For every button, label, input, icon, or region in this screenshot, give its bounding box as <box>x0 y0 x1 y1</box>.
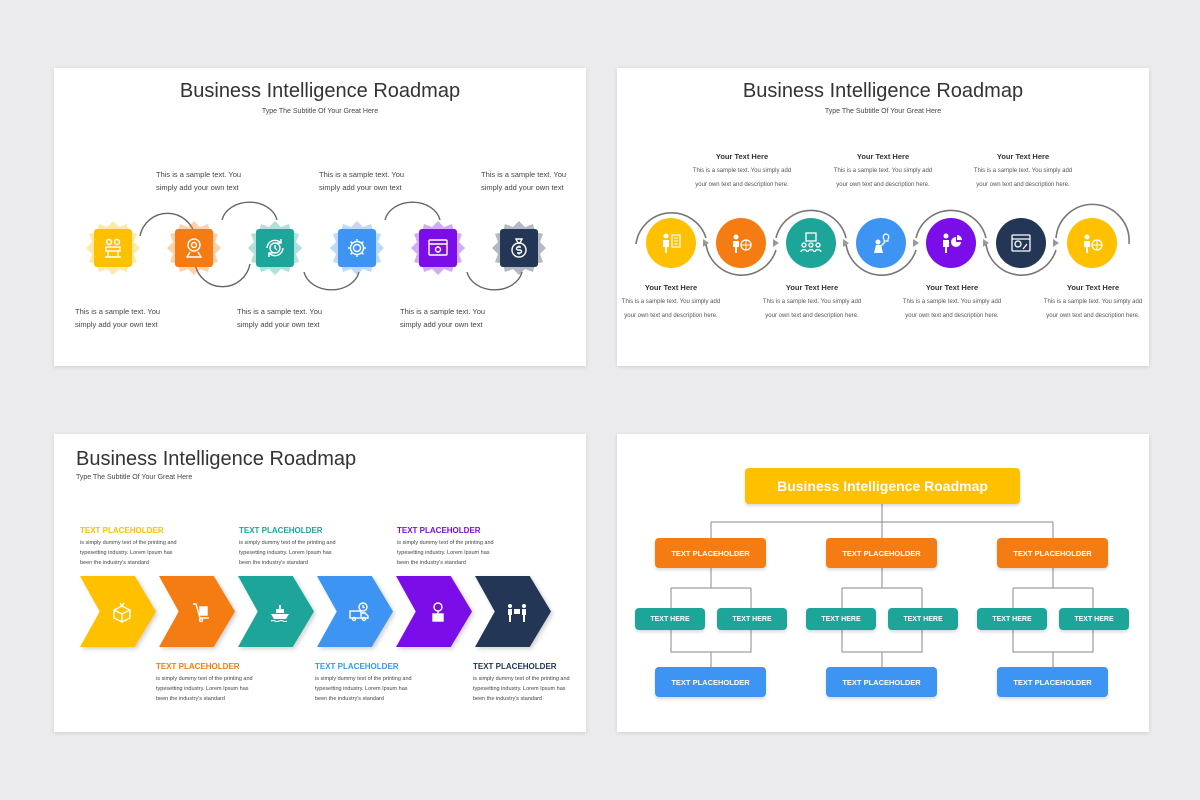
sample-note: This is a sample text. You simply add yo… <box>75 307 161 329</box>
chevron-step <box>238 576 314 647</box>
leaf-box: TEXT HERE <box>1059 608 1129 630</box>
branch-box: TEXT PLACEHOLDER <box>655 538 766 568</box>
sample-note: This is a sample text. You simply add yo… <box>156 170 242 192</box>
leaf-box: TEXT HERE <box>888 608 958 630</box>
item-description: This is a sample text. You simply add yo… <box>902 299 1002 319</box>
chevron-step <box>317 576 393 647</box>
tree-title-box: Business Intelligence Roadmap <box>745 468 1020 504</box>
roadmap-badge <box>167 221 221 275</box>
gear-icon <box>338 229 376 267</box>
global-person-icon <box>716 218 766 268</box>
pie-chart-person-icon <box>926 218 976 268</box>
sample-note: This is a sample text. You simply add yo… <box>319 170 405 192</box>
sample-note: This is a sample text. You simply add yo… <box>237 307 323 329</box>
slide-roadmap-chevrons: Business Intelligence Roadmap Type The S… <box>54 434 586 732</box>
slide-subtitle: Type The Subtitle Of Your Great Here <box>261 108 379 115</box>
step-label: TEXT PLACEHOLDER <box>315 662 399 671</box>
item-heading: Your Text Here <box>644 283 698 292</box>
step-description: is simply dummy text of the printing and… <box>156 676 253 702</box>
presenter-icon <box>646 218 696 268</box>
item-heading: Your Text Here <box>996 152 1050 161</box>
hand-truck-icon <box>193 602 209 622</box>
item-description: This is a sample text. You simply add yo… <box>1043 299 1143 319</box>
item-heading: Your Text Here <box>1066 283 1120 292</box>
step-label: TEXT PLACEHOLDER <box>473 662 557 671</box>
item-heading: Your Text Here <box>856 152 910 161</box>
item-heading: Your Text Here <box>715 152 769 161</box>
chevron-step <box>80 576 156 647</box>
outcome-box: TEXT PLACEHOLDER <box>655 667 766 697</box>
team-board-icon <box>786 218 836 268</box>
open-box-icon <box>113 602 131 623</box>
item-description: This is a sample text. You simply add yo… <box>621 299 721 319</box>
slide-title: Business Intelligence Roadmap <box>76 448 357 470</box>
handover-icon <box>508 603 526 622</box>
circle-connector <box>635 203 1130 276</box>
tree-connector <box>670 504 1094 667</box>
item-description: This is a sample text. You simply add yo… <box>762 299 862 319</box>
meeting-icon <box>94 229 132 267</box>
item-heading: Your Text Here <box>785 283 839 292</box>
roadmap-badge <box>248 221 302 275</box>
step-description: is simply dummy text of the printing and… <box>397 540 494 566</box>
outcome-box: TEXT PLACEHOLDER <box>826 667 937 697</box>
step-description: is simply dummy text of the printing and… <box>239 540 336 566</box>
step-label: TEXT PLACEHOLDER <box>397 526 481 535</box>
slide-subtitle: Type The Subtitle Of Your Great Here <box>76 474 193 481</box>
web-settings-icon <box>419 229 457 267</box>
step-label: TEXT PLACEHOLDER <box>239 526 323 535</box>
ship-icon <box>270 604 289 622</box>
leaf-box: TEXT HERE <box>635 608 705 630</box>
roadmap-badge <box>411 221 465 275</box>
package-lock-icon <box>432 601 444 622</box>
item-description: This is a sample text. You simply add yo… <box>973 168 1073 188</box>
sample-note: This is a sample text. You simply add yo… <box>481 170 567 192</box>
item-description: This is a sample text. You simply add yo… <box>692 168 792 188</box>
slide-roadmap-badges: Business Intelligence Roadmap Type The S… <box>54 68 586 366</box>
leaf-box: TEXT HERE <box>806 608 876 630</box>
chevron-step <box>159 576 235 647</box>
slide-subtitle: Type The Subtitle Of Your Great Here <box>824 108 942 115</box>
roadmap-badge <box>330 221 384 275</box>
browser-chart-icon <box>996 218 1046 268</box>
leaf-box: TEXT HERE <box>717 608 787 630</box>
fast-delivery-icon <box>349 601 369 621</box>
roadmap-badge <box>492 221 546 275</box>
step-description: is simply dummy text of the printing and… <box>473 676 570 702</box>
branch-box: TEXT PLACEHOLDER <box>826 538 937 568</box>
slide-roadmap-circles: Business Intelligence Roadmap Type The S… <box>617 68 1149 366</box>
badge-connector <box>139 201 523 291</box>
chevron-step <box>475 576 551 647</box>
idea-person-icon <box>856 218 906 268</box>
step-description: is simply dummy text of the printing and… <box>80 540 177 566</box>
item-description: This is a sample text. You simply add yo… <box>833 168 933 188</box>
outcome-box: TEXT PLACEHOLDER <box>997 667 1108 697</box>
location-icon <box>175 229 213 267</box>
time-cycle-icon <box>256 229 294 267</box>
step-label: TEXT PLACEHOLDER <box>80 526 164 535</box>
step-description: is simply dummy text of the printing and… <box>315 676 412 702</box>
branch-box: TEXT PLACEHOLDER <box>997 538 1108 568</box>
global-person-icon <box>1067 218 1117 268</box>
slide-title: Business Intelligence Roadmap <box>179 80 461 102</box>
step-label: TEXT PLACEHOLDER <box>156 662 240 671</box>
chevron-step <box>396 576 472 647</box>
roadmap-badge <box>86 221 140 275</box>
sample-note: This is a sample text. You simply add yo… <box>400 307 486 329</box>
slide-roadmap-tree: Business Intelligence Roadmap TEXT PLACE… <box>617 434 1149 732</box>
item-heading: Your Text Here <box>925 283 979 292</box>
slide-title: Business Intelligence Roadmap <box>742 80 1024 102</box>
leaf-box: TEXT HERE <box>977 608 1047 630</box>
money-bag-icon <box>500 229 538 267</box>
